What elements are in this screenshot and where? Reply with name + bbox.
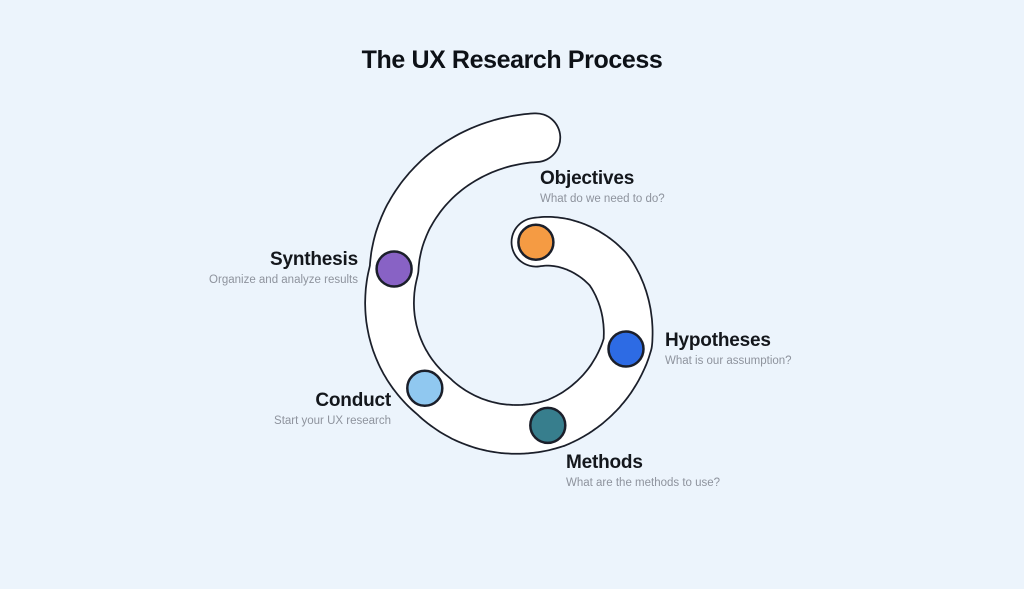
step-description: What are the methods to use? [566,476,721,489]
spiral-band [366,114,652,453]
step-dots [375,223,645,445]
step-description: What do we need to do? [540,192,665,205]
step-title: Hypotheses [665,330,771,351]
step-description: What is our assumption? [665,354,792,367]
synthesis-dot [375,250,413,288]
step-title: Methods [566,452,643,473]
hypotheses-dot [607,330,645,368]
step-title: Conduct [315,390,391,411]
step-title: Objectives [540,168,635,189]
step-description: Start your UX research [274,414,391,427]
methods-dot [529,406,567,445]
step-description: Organize and analyze results [209,273,358,286]
step-label-hypotheses: Hypotheses What is our assumption? [665,330,792,369]
conduct-dot [406,369,444,407]
step-label-objectives: Objectives What do we need to do? [540,168,665,207]
step-label-conduct: Conduct Start your UX research [274,390,391,429]
step-label-synthesis: Synthesis Organize and analyze results [209,249,358,288]
objectives-dot [517,223,555,261]
page-title: The UX Research Process [361,46,663,74]
step-title: Synthesis [270,249,358,270]
step-label-methods: Methods What are the methods to use? [566,452,721,491]
